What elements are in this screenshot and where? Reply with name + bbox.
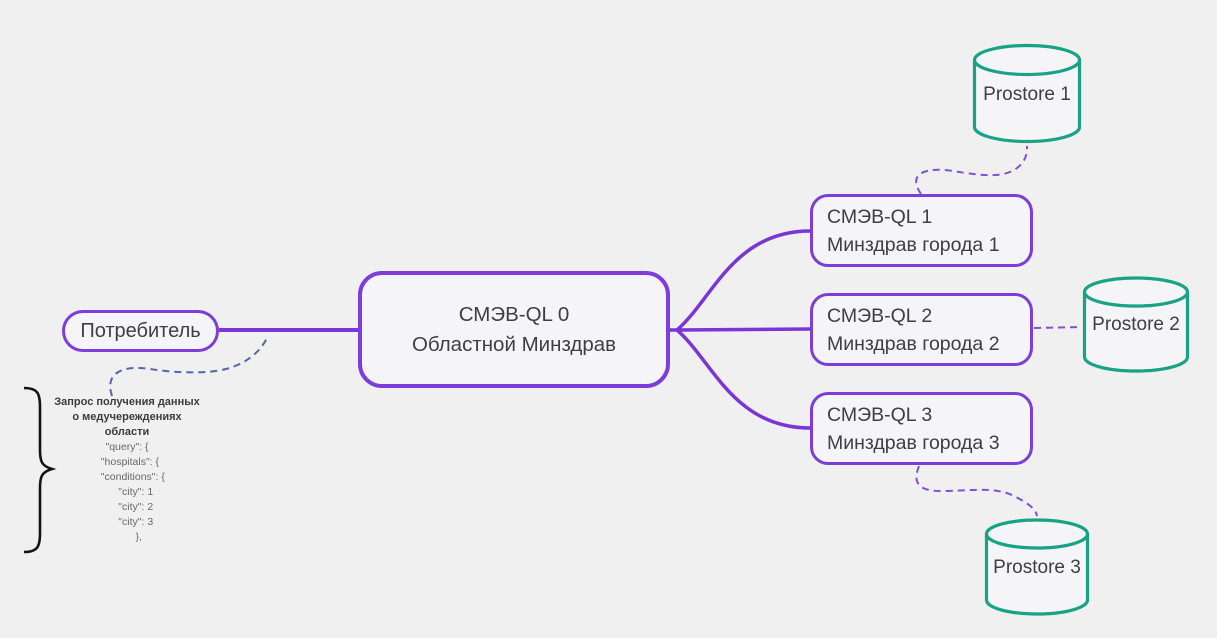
datastore-prostore-1[interactable]: Prostore 1: [971, 43, 1083, 144]
annotation-line: "query": {: [105, 441, 149, 453]
annotation-callout[interactable]: Запрос получения данных о медучереждения…: [52, 395, 202, 545]
node-central-line1: СМЭВ-QL 0: [458, 302, 570, 326]
node-central[interactable]: СМЭВ-QL 0 Областной Минздрав: [358, 271, 670, 388]
node-city-1[interactable]: СМЭВ-QL 1 Минздрав города 1: [810, 194, 1033, 267]
annotation-line: Запрос получения данных: [54, 396, 200, 408]
annotation-line: },: [112, 531, 142, 543]
annotation-line: области: [104, 426, 150, 438]
datastore-prostore-3[interactable]: Prostore 3: [983, 517, 1091, 617]
annotation-line: "city": 3: [100, 516, 154, 528]
database-cylinder-icon: [972, 43, 1082, 144]
node-city-2[interactable]: СМЭВ-QL 2 Минздрав города 2: [810, 293, 1033, 366]
node-city-3-line1: СМЭВ-QL 3: [827, 403, 933, 426]
datastore-prostore-1-label: Prostore 1: [983, 83, 1071, 105]
node-central-line2: Областной Минздрав: [411, 332, 617, 356]
dashed-link-city3-prostore3: [915, 465, 1038, 517]
dashed-link-annotation-consumer: [109, 335, 269, 397]
datastore-prostore-2-label: Prostore 2: [1092, 314, 1180, 336]
node-consumer[interactable]: Потребитель: [62, 310, 219, 352]
datastore-prostore-3-label: Prostore 3: [993, 557, 1081, 578]
dashed-link-city1-prostore1: [915, 145, 1028, 195]
node-city-1-line2: Минздрав города 1: [827, 233, 1000, 256]
annotation-line: "conditions": {: [89, 471, 165, 483]
connector-central-city1: [675, 229, 811, 332]
database-cylinder-icon: [1082, 276, 1190, 373]
summary-brace: [23, 386, 57, 554]
connector-central-city2: [676, 327, 811, 332]
annotation-line: "city": 1: [100, 486, 154, 498]
dashed-link-city2-prostore2: [1033, 326, 1082, 329]
node-city-2-line2: Минздрав города 2: [827, 332, 1000, 355]
datastore-prostore-2[interactable]: Prostore 2: [1081, 276, 1191, 373]
database-cylinder-icon: [984, 518, 1090, 616]
annotation-line: "city": 2: [100, 501, 154, 513]
connector-central-city3: [675, 328, 811, 430]
node-city-3[interactable]: СМЭВ-QL 3 Минздрав города 3: [810, 392, 1033, 465]
annotation-line: о медучереждениях: [72, 411, 182, 423]
node-city-1-line1: СМЭВ-QL 1: [827, 205, 933, 228]
node-city-3-line2: Минздрав города 3: [827, 431, 1000, 454]
annotation-line: "hospitals": {: [94, 456, 160, 468]
node-city-2-line1: СМЭВ-QL 2: [827, 304, 933, 327]
node-consumer-label: Потребитель: [80, 319, 201, 342]
